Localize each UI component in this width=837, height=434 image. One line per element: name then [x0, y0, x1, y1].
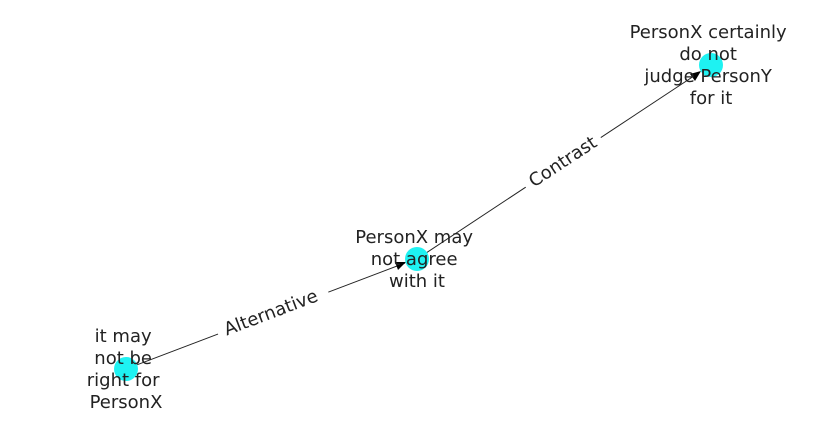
node-label-line: not agree	[371, 249, 458, 270]
edge-alternative: Alternative	[125, 262, 406, 370]
node-circle	[405, 247, 429, 271]
node-label-line: judge PersonY	[643, 66, 773, 87]
node-circle	[699, 53, 723, 77]
node-label-line: right for	[87, 370, 160, 391]
node-label-line: do not	[679, 44, 737, 65]
node-label-line: PersonX certainly	[630, 22, 787, 43]
node-label-line: it may	[95, 326, 152, 347]
node-circle	[114, 357, 138, 381]
node-personx-may-not-agree: PersonX may not agree with it	[355, 227, 479, 292]
node-personx-certainly-do-not-judge: PersonX certainly do not judge PersonY f…	[630, 22, 793, 109]
edge-contrast-label-bg	[513, 118, 613, 206]
edge-alternative-label-bg	[208, 267, 338, 358]
node-label: PersonX certainly do not judge PersonY f…	[630, 22, 793, 109]
node-label-line: PersonX may	[355, 227, 473, 248]
edge-contrast-arrowhead	[690, 71, 701, 81]
node-label-line: PersonX	[90, 392, 163, 413]
node-label: PersonX may not agree with it	[355, 227, 479, 292]
node-label-line: not be	[94, 348, 152, 369]
node-it-may-not-be-right: it may not be right for PersonX	[87, 326, 166, 413]
node-label-line: with it	[389, 271, 445, 292]
node-label-line: for it	[690, 88, 733, 109]
edge-alternative-arrowhead	[395, 262, 406, 270]
node-label: it may not be right for PersonX	[87, 326, 166, 413]
